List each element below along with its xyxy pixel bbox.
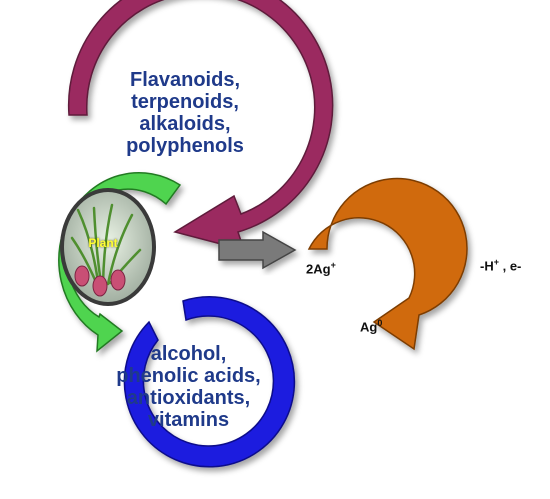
bottom-compound-list: alcohol, phenolic acids, antioxidants, v… — [106, 343, 271, 431]
silver-atom-label: Ag0 — [360, 318, 400, 334]
bottom-list-item: alcohol, — [150, 343, 227, 365]
silver-ion-text: 2Ag — [306, 261, 331, 277]
top-list-item: polyphenols — [126, 135, 244, 157]
electron-loss-label: -H+ , e- — [480, 257, 550, 273]
proton-text: -H — [480, 258, 494, 274]
top-compound-list: Flavanoids, terpenoids, alkaloids, polyp… — [110, 69, 260, 157]
proton-charge: + — [493, 257, 499, 267]
top-list-item: terpenoids, — [131, 91, 239, 113]
orange-curved-arrow — [307, 177, 468, 351]
bottom-list-item: phenolic acids, — [116, 365, 261, 387]
grey-arrow — [218, 230, 297, 270]
silver-ion-label: 2Ag+ — [306, 260, 366, 276]
top-list-item: Flavanoids, — [129, 69, 241, 91]
bottom-list-item: antioxidants, — [126, 387, 251, 409]
silver-atom-charge: 0 — [377, 318, 383, 328]
silver-ion-charge: + — [330, 260, 336, 270]
blue-ring — [123, 296, 296, 468]
top-curved-arrow — [67, 0, 334, 252]
electron-text: , e- — [498, 258, 522, 274]
silver-atom-text: Ag — [360, 319, 378, 335]
bottom-list-item: vitamins — [147, 409, 230, 431]
plant-image — [60, 188, 156, 306]
plant-label: Plant — [88, 236, 118, 250]
top-list-item: alkaloids, — [139, 113, 231, 135]
